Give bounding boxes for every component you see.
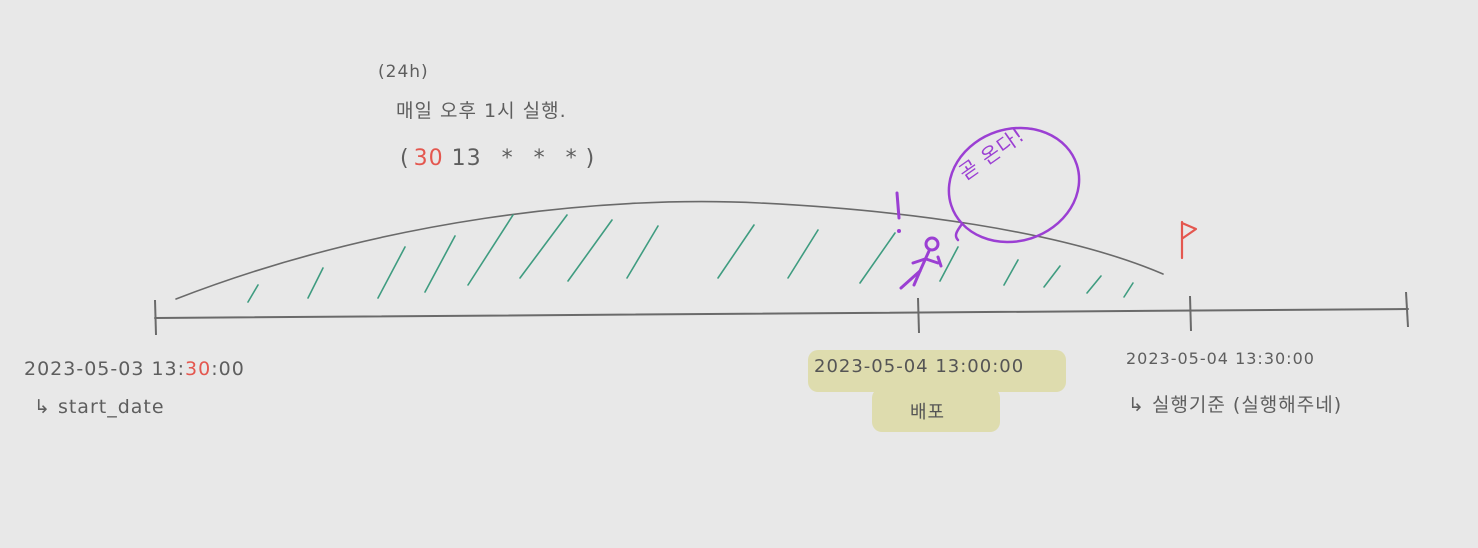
deploy-date-label: 2023-05-04 13:00:00 <box>814 356 1025 377</box>
flag-icon <box>1180 220 1198 260</box>
exclaim-dot <box>897 229 901 233</box>
interval-arc <box>175 200 1164 300</box>
deploy-caption-highlight <box>872 388 1000 432</box>
timeline-axis <box>154 308 1409 319</box>
deploy-highlight <box>808 350 1066 392</box>
note-daily-run: 매일 오후 1시 실행. <box>396 100 567 122</box>
start-date-label: 2023-05-03 13:30:00 <box>24 358 245 380</box>
cron-rest: 13 * * * <box>451 146 578 171</box>
start-date-caption: ↳ start_date <box>34 396 165 418</box>
cron-close-paren: ) <box>585 146 596 171</box>
speech-bubble <box>947 126 1081 244</box>
run-date-label: 2023-05-04 13:30:00 <box>1126 349 1315 368</box>
speech-bubble-tail <box>954 222 964 242</box>
cron-open-paren: ( <box>400 146 410 171</box>
running-figure-icon <box>899 236 943 290</box>
note-24h: (24h) <box>378 62 429 82</box>
note-cron-expression: (30 13 * * *) <box>400 146 595 171</box>
start-date-minute: 30 <box>185 358 212 380</box>
tick-end <box>1405 291 1409 328</box>
start-date-suffix: :00 <box>211 358 245 380</box>
arc-hatching <box>247 214 1134 303</box>
tick-run <box>1189 295 1192 332</box>
tick-deploy <box>917 297 920 334</box>
start-date-prefix: 2023-05-03 13: <box>24 358 186 380</box>
exclaim-stroke <box>895 191 901 220</box>
run-caption: ↳ 실행기준 (실행해주네) <box>1128 394 1343 416</box>
tick-start <box>154 299 157 336</box>
deploy-caption: 배포 <box>910 402 946 423</box>
cron-minute: 30 <box>413 146 444 171</box>
